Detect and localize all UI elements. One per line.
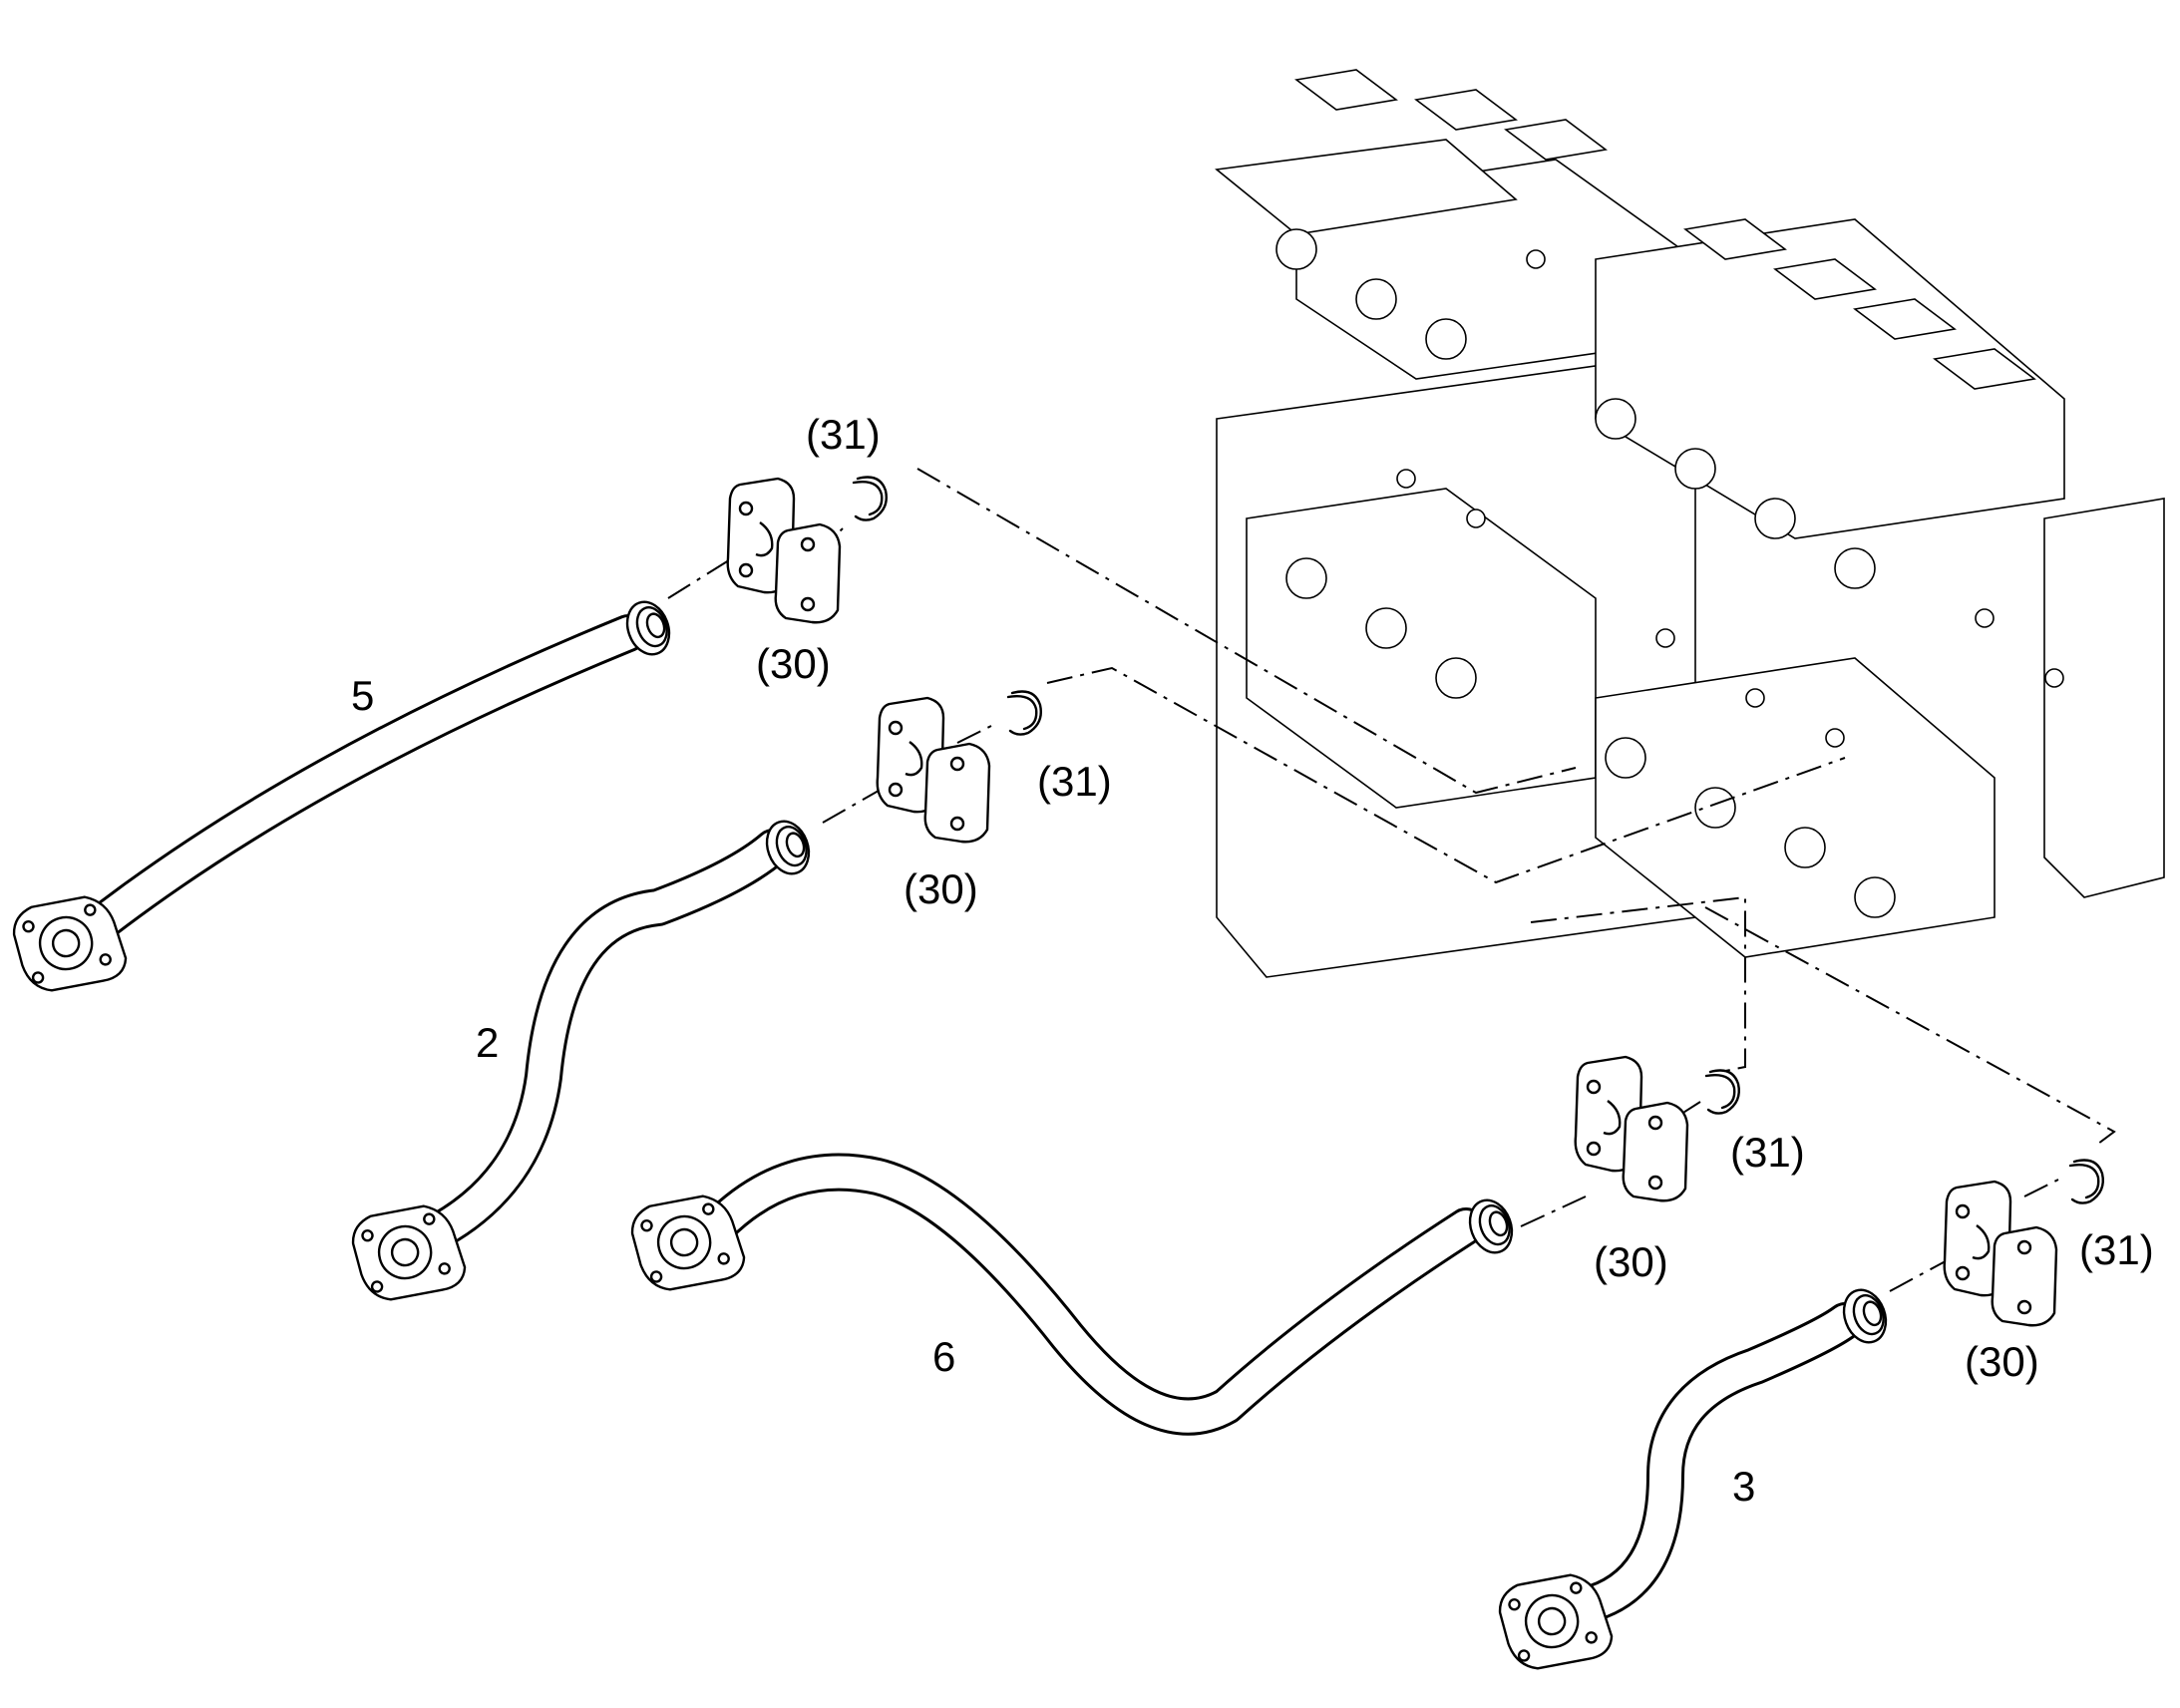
o-ring-d	[2068, 1159, 2105, 1204]
part-label-2: 2	[476, 1019, 499, 1066]
part-label-5: 5	[351, 672, 374, 719]
callout-31-d: (31)	[2079, 1226, 2154, 1273]
tube-5	[7, 594, 678, 1002]
part-label-6: 6	[932, 1333, 955, 1380]
o-ring-c	[1704, 1069, 1741, 1115]
part-label-3: 3	[1732, 1463, 1755, 1510]
tube-2	[346, 814, 818, 1311]
tube-6	[625, 1153, 1521, 1436]
tube-3	[1493, 1282, 1895, 1680]
callout-30-d: (30)	[1965, 1338, 2039, 1385]
o-ring-b	[1006, 690, 1043, 736]
callout-30-a: (30)	[756, 640, 831, 687]
callout-31-c: (31)	[1730, 1129, 1805, 1176]
leader-lines	[667, 468, 2116, 1292]
split-flange-clamp-b	[876, 696, 991, 844]
split-flange-clamp-a	[726, 477, 842, 624]
callout-31-a: (31)	[806, 411, 881, 458]
callout-31-b: (31)	[1037, 758, 1112, 805]
split-flange-clamp-d	[1943, 1180, 2058, 1327]
callout-30-b: (30)	[904, 865, 978, 912]
o-ring-a	[852, 476, 888, 521]
control-valve-block	[1215, 69, 2165, 978]
callout-30-c: (30)	[1594, 1238, 1668, 1285]
split-flange-clamp-c	[1574, 1055, 1689, 1202]
